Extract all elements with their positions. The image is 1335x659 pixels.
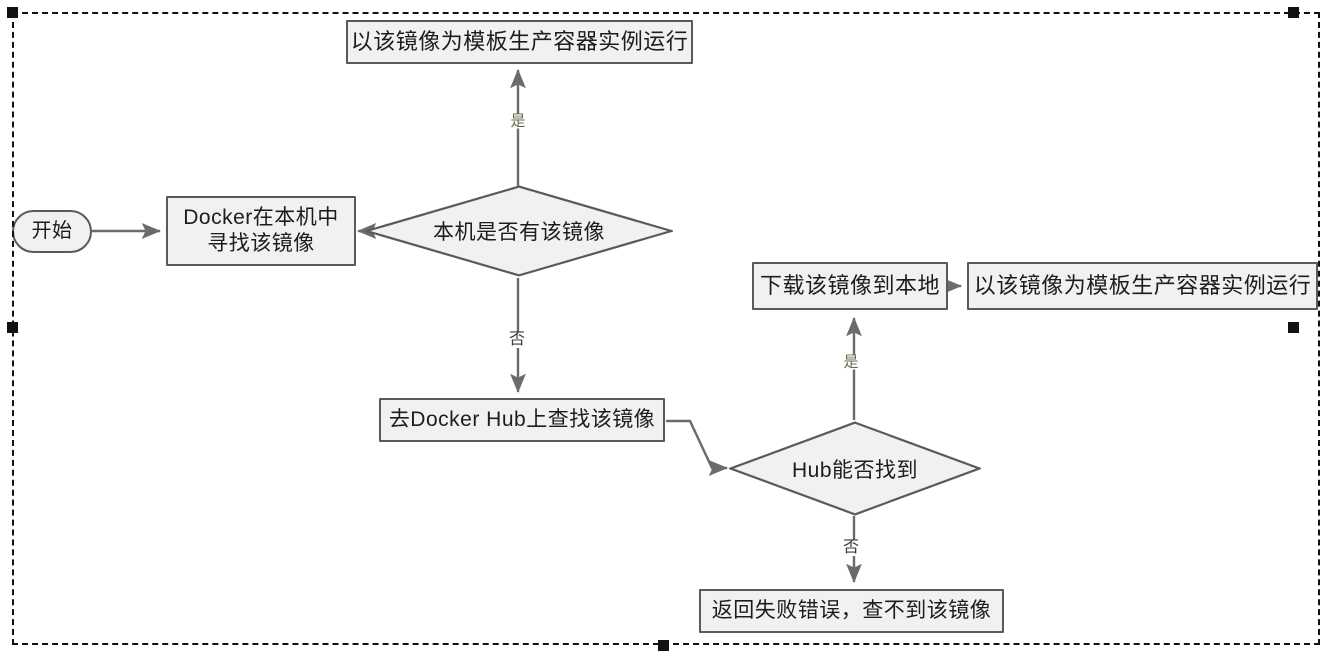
edge-label-hub-found-no: 否 (840, 539, 862, 556)
resize-handle-top-right[interactable] (1288, 7, 1299, 18)
node-run-local[interactable]: 以该镜像为模板生产容器实例运行 (346, 20, 693, 64)
node-search-local[interactable]: Docker在本机中 寻找该镜像 (166, 196, 356, 266)
edge-label-hub-found-yes: 是 (841, 353, 861, 371)
node-start[interactable]: 开始 (12, 210, 92, 253)
diamond-shape-hub-found (729, 421, 981, 516)
resize-handle-middle-right[interactable] (1288, 322, 1299, 333)
diamond-shape-has-local (365, 185, 673, 277)
node-has-local-label: 本机是否有该镜像 (433, 221, 605, 244)
edge-label-has-local-no: 否 (506, 331, 528, 348)
selection-frame (12, 12, 1320, 645)
edge-goto-hub-to-check (666, 419, 728, 476)
node-hub-found-label: Hub能否找到 (791, 458, 919, 482)
resize-handle-middle-left[interactable] (7, 322, 18, 333)
node-run-hub[interactable]: 以该镜像为模板生产容器实例运行 (967, 262, 1318, 310)
node-download[interactable]: 下载该镜像到本地 (752, 262, 948, 310)
node-has-local[interactable]: 本机是否有该镜像 (365, 185, 673, 277)
edge-label-has-local-yes: 是 (508, 112, 528, 130)
resize-handle-bottom-center[interactable] (658, 640, 669, 651)
node-fail[interactable]: 返回失败错误，查不到该镜像 (699, 589, 1004, 633)
node-goto-hub[interactable]: 去Docker Hub上查找该镜像 (379, 398, 665, 442)
node-hub-found[interactable]: Hub能否找到 (729, 421, 981, 516)
resize-handle-top-left[interactable] (7, 7, 18, 18)
